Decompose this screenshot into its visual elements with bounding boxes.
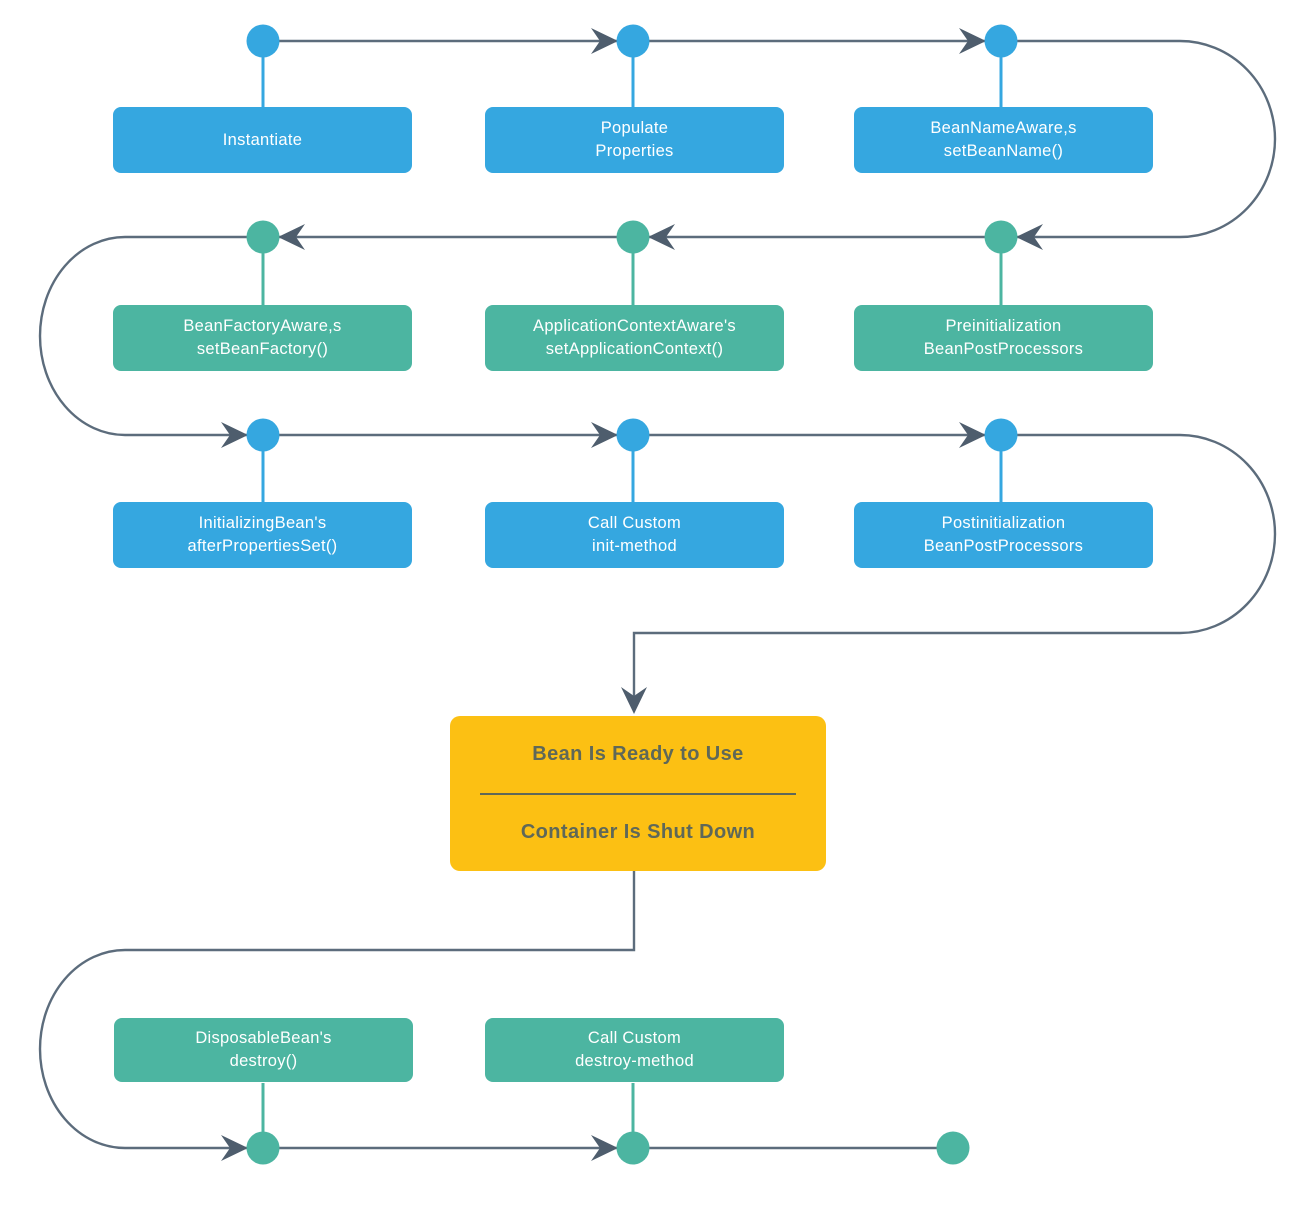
connector-dot bbox=[984, 220, 1018, 254]
node-initializing-bean: InitializingBean's afterPropertiesSet() bbox=[113, 502, 412, 568]
node-label-line: Populate bbox=[600, 119, 669, 137]
node-postinitialization-beanpostprocessors: Postinitialization BeanPostProcessors bbox=[854, 502, 1153, 568]
node-label-line: BeanPostProcessors bbox=[923, 537, 1084, 555]
connector-dot bbox=[246, 1131, 280, 1165]
node-label-line: setApplicationContext() bbox=[545, 340, 724, 358]
node-label-line: BeanFactoryAware,s bbox=[183, 317, 342, 335]
node-label-line: InitializingBean's bbox=[198, 514, 327, 532]
node-label-line: setBeanName() bbox=[943, 142, 1064, 160]
bean-ready-label: Bean Is Ready to Use bbox=[532, 742, 744, 765]
connector-dot bbox=[936, 1131, 970, 1165]
node-label-line: Postinitialization bbox=[941, 514, 1066, 532]
shutdown-flow-line bbox=[38, 871, 953, 1150]
node-disposable-bean: DisposableBean's destroy() bbox=[114, 1018, 413, 1082]
connector-dot bbox=[246, 418, 280, 452]
node-label-line: BeanNameAware,s bbox=[930, 119, 1077, 137]
main-flow-line bbox=[38, 39, 1277, 708]
node-preinitialization-beanpostprocessors: Preinitialization BeanPostProcessors bbox=[854, 305, 1153, 371]
connector-dot bbox=[616, 220, 650, 254]
node-label-line: init-method bbox=[592, 537, 677, 555]
connector-dot bbox=[246, 24, 280, 58]
node-bean-name-aware: BeanNameAware,s setBeanName() bbox=[854, 107, 1153, 173]
node-label-line: DisposableBean's bbox=[195, 1029, 332, 1047]
connector-dot bbox=[246, 220, 280, 254]
node-application-context-aware: ApplicationContextAware's setApplication… bbox=[485, 305, 784, 371]
connector-dot bbox=[984, 418, 1018, 452]
connector-dot bbox=[616, 418, 650, 452]
node-label-line: Preinitialization bbox=[945, 317, 1062, 335]
node-populate-properties: Populate Properties bbox=[485, 107, 784, 173]
node-label-line: BeanPostProcessors bbox=[923, 340, 1084, 358]
node-label-line: destroy() bbox=[229, 1052, 298, 1070]
node-label-line: Instantiate bbox=[222, 130, 303, 149]
container-shutdown-label: Container Is Shut Down bbox=[520, 821, 756, 844]
connector-dot bbox=[616, 1131, 650, 1165]
divider bbox=[480, 792, 796, 795]
connector-dot bbox=[616, 24, 650, 58]
node-label-line: ApplicationContextAware's bbox=[533, 317, 736, 335]
node-call-custom-init-method: Call Custom init-method bbox=[485, 502, 784, 568]
node-bean-ready-container-shutdown: Bean Is Ready to Use Container Is Shut D… bbox=[450, 716, 826, 871]
node-call-custom-destroy-method: Call Custom destroy-method bbox=[485, 1018, 784, 1082]
node-label-line: setBeanFactory() bbox=[196, 340, 329, 358]
node-instantiate: Instantiate bbox=[113, 107, 412, 173]
node-label-line: Call Custom bbox=[587, 514, 682, 532]
node-label-line: Call Custom bbox=[587, 1029, 682, 1047]
node-label-line: Properties bbox=[595, 142, 674, 160]
node-label-line: destroy-method bbox=[575, 1052, 694, 1070]
node-bean-factory-aware: BeanFactoryAware,s setBeanFactory() bbox=[113, 305, 412, 371]
connector-dot bbox=[984, 24, 1018, 58]
node-label-line: afterPropertiesSet() bbox=[187, 537, 338, 555]
